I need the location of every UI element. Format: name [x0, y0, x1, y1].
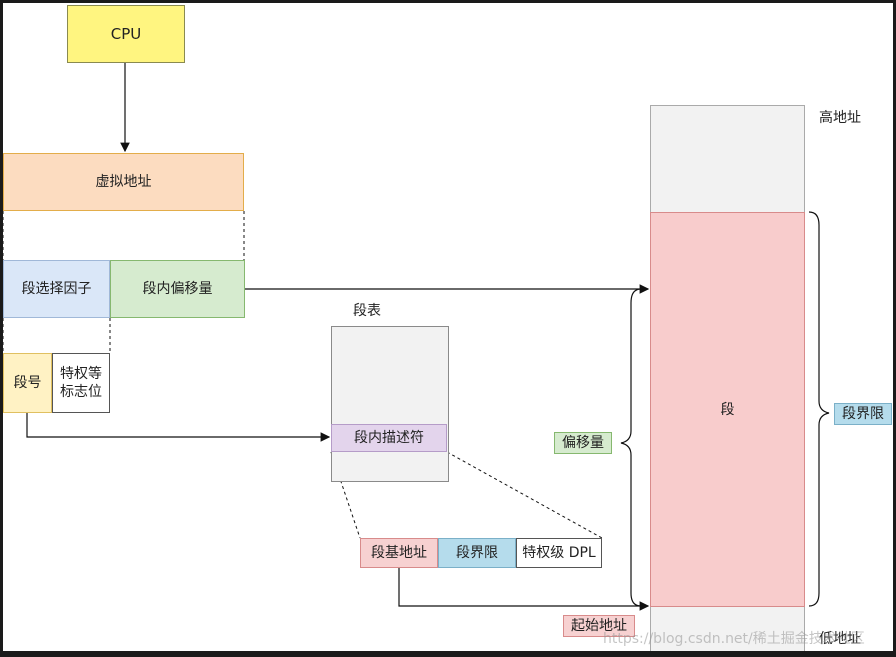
limit-tag: 段界限 [834, 403, 892, 425]
segment-table [331, 326, 449, 482]
segment-limit-box: 段界限 [438, 538, 516, 568]
start-address-tag: 起始地址 [563, 615, 635, 637]
segment-descriptor-box: 段内描述符 [331, 424, 447, 452]
watermark: https://blog.csdn.net/稀土掘金技术社区 [603, 631, 865, 647]
diagram-canvas: CPU 虚拟地址 段选择因子 段内偏移量 段号 特权等 标志位 段表 段内描述符… [3, 3, 893, 651]
privilege-flags-box: 特权等 标志位 [52, 353, 110, 413]
segment-table-label: 段表 [353, 303, 381, 319]
segment-number-box: 段号 [3, 353, 52, 413]
desc-dash-right [446, 451, 603, 539]
privilege-dpl-box: 特权级 DPL [516, 538, 602, 568]
high-address-label: 高地址 [819, 110, 861, 126]
segment-selector-box: 段选择因子 [3, 260, 110, 318]
offset-tag: 偏移量 [554, 432, 612, 454]
connector-lines [3, 63, 830, 611]
cpu-box: CPU [67, 5, 185, 63]
virtual-address-box: 虚拟地址 [3, 153, 244, 211]
base-arrow [398, 568, 650, 611]
segment-base-box: 段基地址 [360, 538, 438, 568]
limit-brace [808, 211, 830, 607]
memory-segment: 段 [650, 212, 805, 607]
segnum-arrow [26, 413, 331, 442]
segment-offset-box: 段内偏移量 [110, 260, 245, 318]
offset-brace [620, 288, 642, 607]
low-address-label: 低地址 [819, 631, 861, 647]
